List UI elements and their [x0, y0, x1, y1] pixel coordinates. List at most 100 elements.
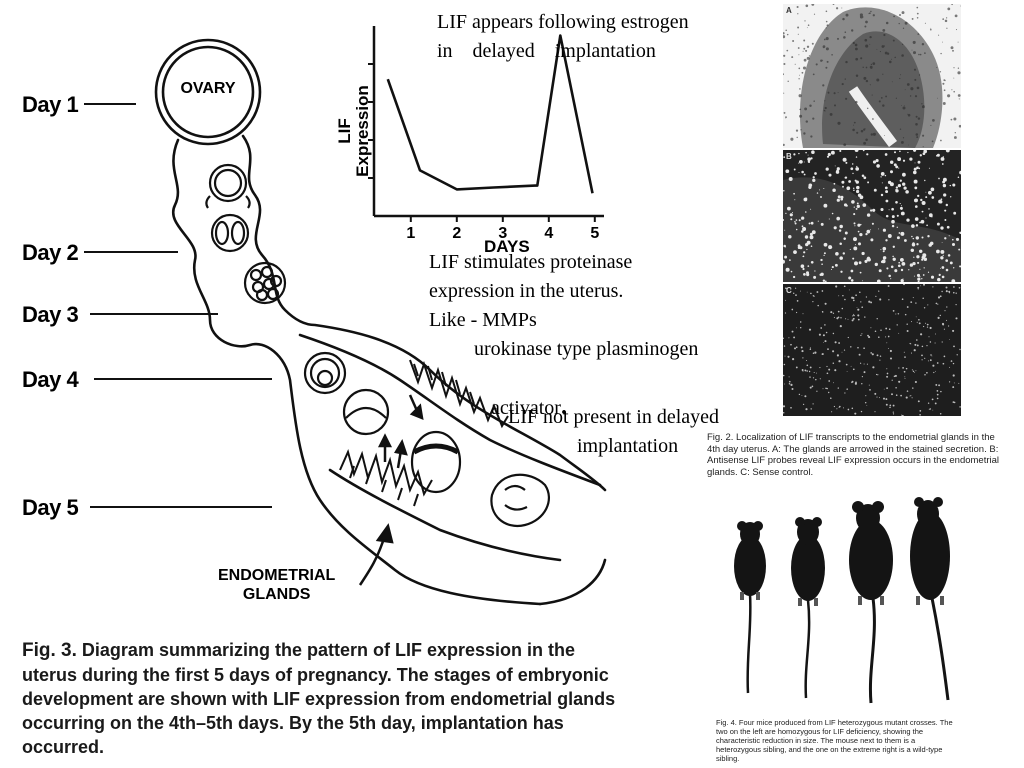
micrograph-speck: [816, 291, 818, 293]
micrograph-speck: [827, 24, 829, 26]
micrograph-speck: [842, 352, 843, 353]
micrograph-speck: [907, 390, 909, 392]
day-2-label: Day 2: [22, 240, 78, 266]
micrograph-speck: [938, 178, 940, 180]
micrograph-speck: [820, 273, 823, 276]
micrograph-speck: [854, 206, 855, 207]
micrograph-speck: [883, 247, 887, 251]
micrograph-speck: [893, 16, 895, 18]
micrograph-speck: [851, 29, 853, 31]
micrograph-speck: [793, 293, 794, 294]
micrograph-speck: [869, 389, 871, 391]
micrograph-speck: [846, 205, 848, 207]
micrograph-speck: [888, 285, 890, 287]
micrograph-speck: [942, 42, 943, 43]
micrograph-speck: [943, 193, 946, 196]
micrograph-speck: [813, 176, 815, 178]
micrograph-speck: [837, 199, 840, 202]
micrograph-speck: [864, 39, 867, 42]
micrograph-speck: [809, 376, 810, 377]
micrograph-speck: [888, 275, 891, 278]
panel-a-letter: A: [786, 6, 792, 15]
micrograph-speck: [837, 38, 839, 40]
micrograph-speck: [885, 153, 888, 156]
micrograph-speck: [855, 48, 858, 51]
micrograph-speck: [840, 198, 843, 201]
micrograph-speck: [888, 234, 892, 238]
micrograph-speck: [956, 293, 957, 294]
micrograph-speck: [932, 398, 934, 400]
micrograph-speck: [893, 413, 894, 414]
micrograph-speck: [923, 146, 924, 147]
micrograph-speck: [946, 287, 948, 289]
micrograph-speck: [950, 261, 953, 264]
micrograph-speck: [882, 260, 886, 264]
micrograph-speck: [826, 10, 828, 12]
micrograph-speck: [950, 185, 951, 186]
micrograph-speck: [821, 223, 824, 226]
micrograph-speck: [839, 150, 841, 152]
micrograph-speck: [919, 410, 921, 412]
micrograph-speck: [937, 223, 940, 226]
micrograph-speck: [912, 50, 913, 51]
micrograph-speck: [803, 132, 805, 134]
micrograph-speck: [946, 269, 949, 272]
micrograph-speck: [814, 14, 815, 15]
micrograph-speck: [951, 4, 953, 5]
micrograph-speck: [820, 327, 822, 329]
micrograph-speck: [798, 34, 799, 35]
micrograph-speck: [849, 289, 850, 290]
micrograph-speck: [910, 301, 912, 303]
micrograph-speck: [789, 177, 793, 181]
micrograph-speck: [880, 51, 881, 52]
micrograph-speck: [831, 151, 835, 155]
micrograph-speck: [924, 374, 926, 376]
micrograph-speck: [796, 346, 798, 348]
micrograph-speck: [790, 407, 792, 409]
micrograph-speck: [851, 279, 854, 282]
micrograph-speck: [851, 366, 852, 367]
micrograph-speck: [927, 304, 928, 305]
micrograph-speck: [795, 288, 796, 289]
micrograph-speck: [940, 413, 942, 415]
micrograph-speck: [867, 181, 869, 183]
micrograph-speck: [875, 331, 877, 333]
micrograph-speck: [872, 118, 874, 120]
micrograph-speck: [857, 224, 860, 227]
micrograph-speck: [813, 276, 816, 279]
micrograph-speck: [907, 83, 910, 86]
micrograph-speck: [800, 321, 801, 322]
micrograph-speck: [787, 207, 791, 211]
micrograph-speck: [816, 373, 817, 374]
micrograph-speck: [788, 235, 792, 239]
micrograph-speck: [899, 151, 901, 153]
micrograph-speck: [826, 47, 829, 50]
micrograph-speck: [944, 210, 946, 212]
micrograph-speck: [801, 264, 805, 268]
micrograph-speck: [920, 285, 921, 286]
micrograph-speck: [891, 393, 893, 395]
micrograph-speck: [940, 256, 943, 259]
micrograph-speck: [916, 339, 918, 341]
micrograph-speck: [803, 48, 805, 50]
micrograph-speck: [879, 397, 880, 398]
micrograph-speck: [916, 116, 918, 118]
micrograph-speck: [783, 156, 785, 158]
micrograph-speck: [843, 252, 845, 254]
micrograph-speck: [880, 355, 881, 356]
micrograph-speck: [865, 45, 868, 48]
micrograph-speck: [922, 135, 924, 137]
micrograph-speck: [856, 208, 858, 210]
micrograph-speck: [825, 388, 827, 390]
micrograph-speck: [822, 290, 824, 292]
micrograph-speck: [844, 285, 846, 287]
urokinase-line: urokinase type plasminogen: [474, 335, 698, 364]
micrograph-speck: [912, 369, 913, 370]
micrograph-speck: [920, 154, 922, 156]
micrograph-speck: [836, 170, 839, 173]
micrograph-speck: [937, 394, 939, 396]
micrograph-speck: [905, 314, 907, 316]
micrograph-speck: [798, 68, 800, 70]
micrograph-speck: [923, 326, 924, 327]
micrograph-speck: [825, 67, 827, 69]
